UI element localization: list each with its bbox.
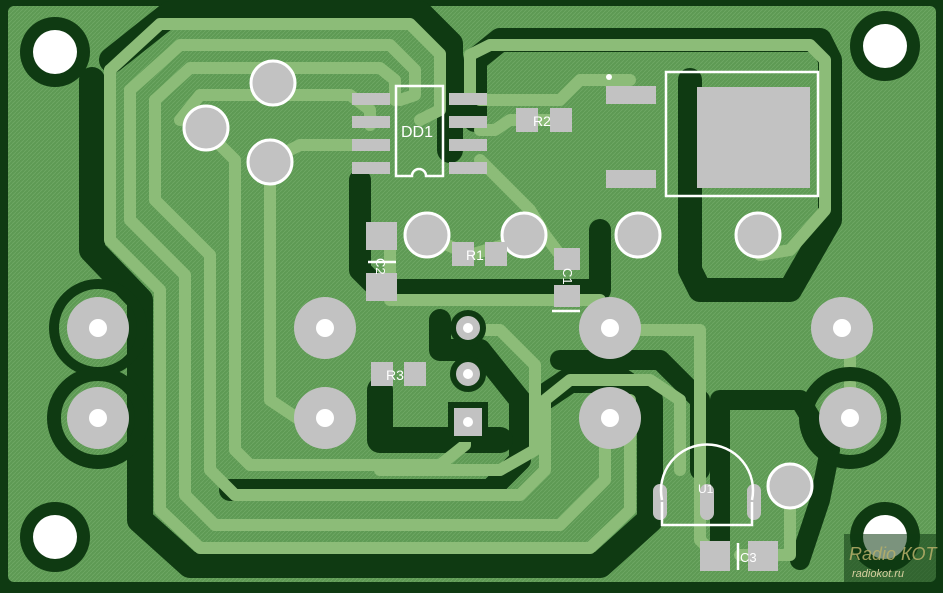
reg-pin1-dot [606, 74, 612, 80]
label-r3: R3 [386, 367, 404, 383]
pad-hole-7 [833, 319, 851, 337]
r3-pad-b [404, 362, 426, 386]
dd1-outline [394, 84, 445, 178]
reg-tab [697, 87, 810, 188]
silkscreen-outlines [368, 70, 820, 570]
ring-pad-6 [614, 211, 662, 259]
dd1-pad-5 [449, 162, 487, 174]
pad-left-lower-clear [47, 367, 149, 469]
trace-right-1 [474, 74, 636, 106]
header-pin-1-hole [463, 323, 473, 333]
header-pin-2-hole [463, 369, 473, 379]
r1-pad-a [452, 242, 474, 266]
watermark: Radio КОТ radiokot.ru [844, 534, 938, 582]
ring-pad-7 [734, 211, 782, 259]
trace-loop-2 [124, 39, 421, 106]
ring-pad-5 [500, 211, 548, 259]
r2-pad-a [516, 108, 538, 132]
reg-outline [664, 70, 820, 198]
watermark-url: radiokot.ru [852, 568, 904, 580]
u1-pad-2 [700, 484, 714, 520]
r2-pad-b [550, 108, 572, 132]
trace-loop-7 [199, 124, 471, 471]
c2-pad-b [366, 273, 397, 301]
pad-hole-4 [316, 409, 334, 427]
pad-hole-5 [601, 319, 619, 337]
u1-pad-1 [653, 484, 667, 520]
ring-pad-4 [403, 211, 451, 259]
ring-pad-8 [766, 462, 814, 510]
ring-pad-3 [246, 138, 294, 186]
trace-loop-1 [104, 64, 636, 554]
r3-pad-a [371, 362, 393, 386]
smd-pads [352, 86, 810, 571]
dd1-pad-1 [352, 93, 390, 105]
header-pin-3-hole [463, 417, 473, 427]
watermark-bg [844, 534, 936, 582]
reg-pad-bottom [606, 170, 656, 188]
label-c3: C3 [740, 550, 757, 565]
dd1-pad-6 [449, 139, 487, 151]
c3-pad-a [700, 541, 730, 571]
c1-pad-a [554, 248, 580, 270]
dd1-pad-4 [352, 162, 390, 174]
dd1-pad-3 [352, 139, 390, 151]
c1-pad-b [554, 285, 580, 307]
label-u1: U1 [698, 482, 714, 496]
pad-hole-2 [89, 409, 107, 427]
dd1-pad-7 [449, 116, 487, 128]
pad-right-lower-clear [799, 367, 901, 469]
mounting-hole-top-left-drill [33, 30, 77, 74]
ring-pads [182, 59, 814, 510]
pad-hole-8 [841, 409, 859, 427]
u1-outline [659, 443, 755, 527]
pad-hole-6 [601, 409, 619, 427]
watermark-logo: Radio КОТ [849, 544, 938, 564]
label-r1: R1 [466, 247, 484, 263]
c3-pad-b [748, 541, 778, 571]
trace-outer [104, 18, 446, 126]
terminal-pad-holes [89, 319, 859, 427]
r1-pad-b [485, 242, 507, 266]
ring-pad-2 [182, 104, 230, 152]
c2-pad-a [366, 222, 397, 250]
trace-right-top [464, 39, 831, 261]
trace-to-vpad [374, 324, 541, 476]
label-c1: C1 [560, 268, 575, 285]
three-pin-header [448, 310, 488, 442]
dd1-pad-2 [352, 116, 390, 128]
mounting-hole-bottom-left-drill [33, 515, 77, 559]
ring-pad-1 [249, 59, 297, 107]
label-r2: R2 [533, 113, 551, 129]
mounting-hole-top-right-drill [863, 24, 907, 68]
dd1-pad-8 [449, 93, 487, 105]
pad-hole-3 [316, 319, 334, 337]
label-c2: C2 [373, 258, 388, 275]
trace-loop-3 [124, 84, 611, 531]
reg-pad-top [606, 86, 656, 104]
trace-loop-5 [149, 94, 686, 501]
label-dd1: DD1 [401, 124, 433, 141]
trace-loop-6 [174, 89, 376, 131]
pad-hole-1 [89, 319, 107, 337]
u1-pad-3 [747, 484, 761, 520]
